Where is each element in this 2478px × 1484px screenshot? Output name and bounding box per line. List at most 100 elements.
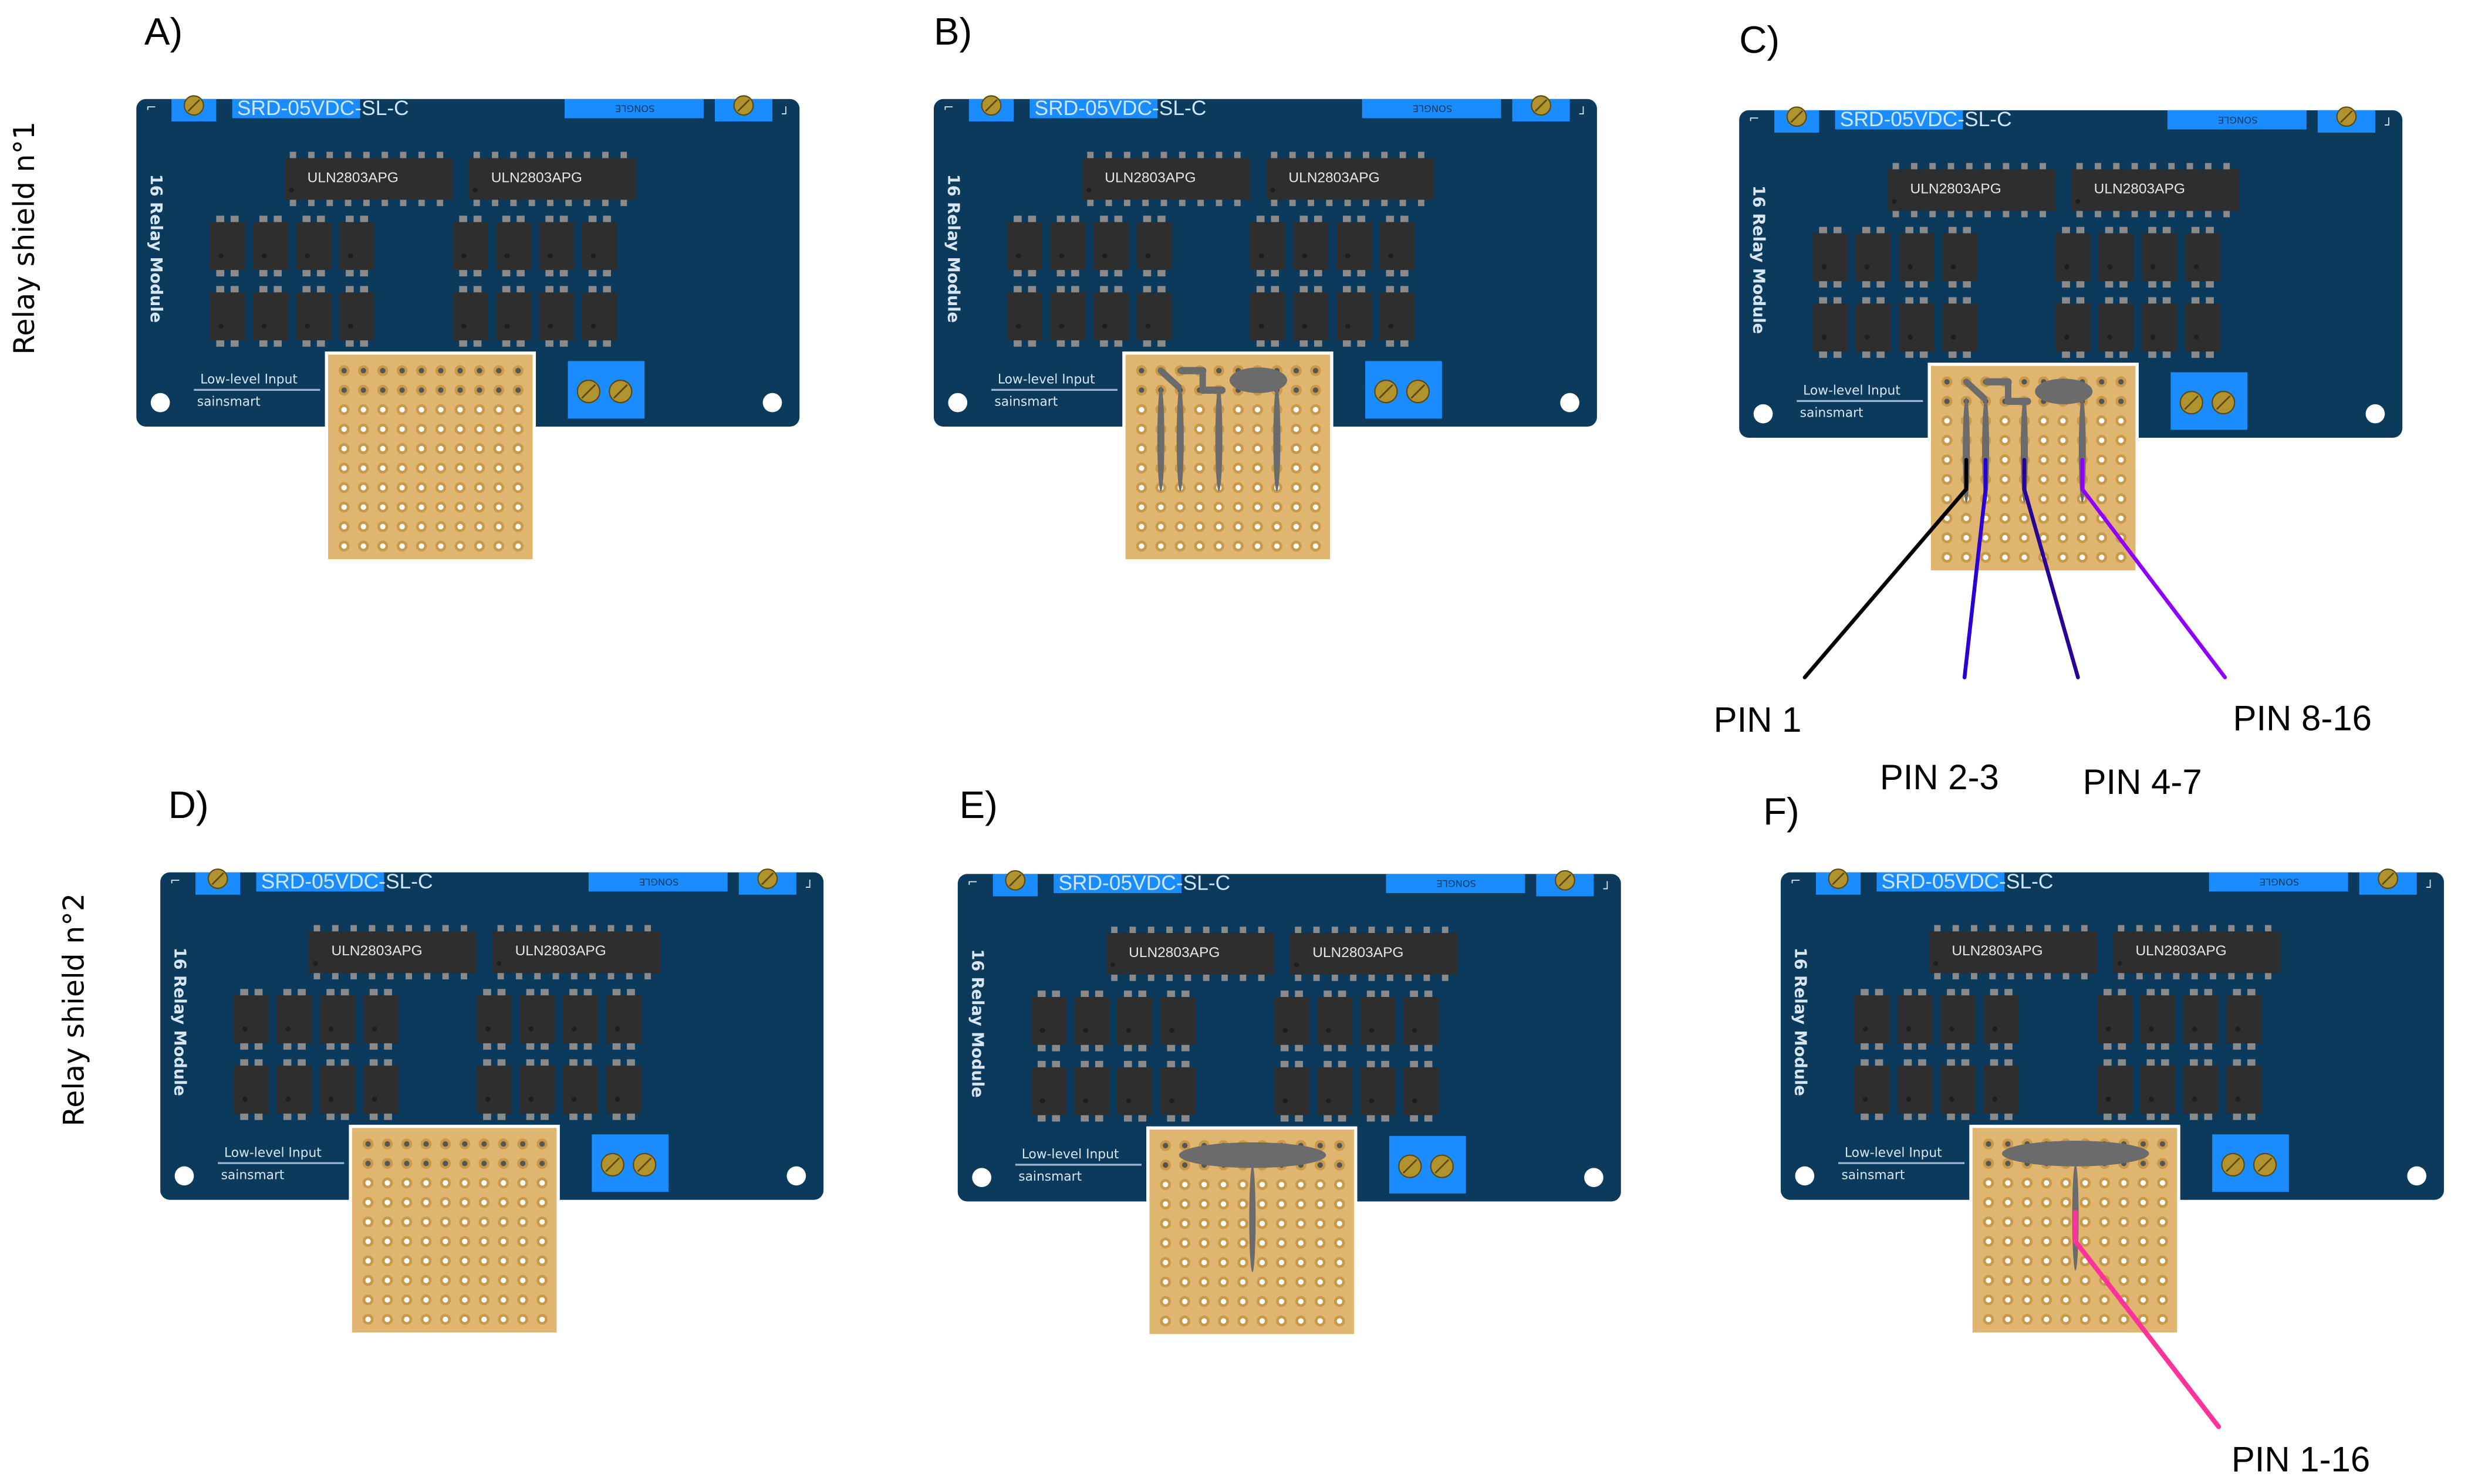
chip-pin <box>2173 925 2180 932</box>
hole <box>2005 1180 2011 1186</box>
opto-body <box>563 995 599 1043</box>
opto-body <box>1336 292 1372 340</box>
opto-pin <box>1948 297 1957 306</box>
header-pin <box>384 1141 390 1147</box>
opto-pin <box>1410 991 1418 999</box>
chip-pin <box>387 925 394 932</box>
relay-optocoupler <box>1118 991 1153 1052</box>
opto-body <box>320 1066 356 1114</box>
opto-pin <box>1081 1043 1089 1052</box>
opto-pin <box>1819 297 1827 306</box>
header-pin <box>520 1141 526 1147</box>
relay-optocoupler <box>1899 297 1935 358</box>
hole <box>2005 1238 2011 1245</box>
hole <box>1240 1221 1246 1226</box>
chip-pin <box>1929 163 1936 170</box>
chip-pin <box>387 973 394 980</box>
hole <box>1986 1258 1991 1264</box>
mounting-hole <box>1795 1166 1815 1186</box>
relay-optocoupler <box>2142 227 2177 288</box>
opto-pin <box>2119 350 2128 358</box>
screw-slot <box>1434 1159 1450 1174</box>
opto-pin <box>1338 1113 1346 1122</box>
model-label: SRD-05VDC-SL-C <box>237 97 409 120</box>
chip-notch <box>313 961 318 966</box>
protoboard <box>325 351 536 559</box>
hole <box>438 445 444 452</box>
header-pin <box>1139 387 1145 393</box>
hole <box>1317 1259 1323 1266</box>
header-pin <box>2140 1141 2146 1147</box>
opto-pin <box>2161 1059 2169 1067</box>
chip-pin <box>1111 927 1118 934</box>
hole <box>438 426 444 432</box>
hole <box>1254 445 1261 452</box>
opto-pin <box>216 215 225 224</box>
relay-optocoupler <box>296 286 332 347</box>
songle-label: SONGLE <box>1437 878 1477 889</box>
chip-pin <box>547 151 553 158</box>
opto-pin <box>1014 339 1022 347</box>
hole <box>501 1316 507 1323</box>
relay-optocoupler <box>2055 227 2091 288</box>
chip-pin <box>2186 163 2193 170</box>
hole <box>1201 1279 1207 1285</box>
hole <box>520 1180 526 1186</box>
opto-body <box>276 995 312 1043</box>
hole <box>360 445 366 452</box>
opto-body <box>1118 997 1153 1045</box>
hole <box>418 407 424 413</box>
opto-pin <box>1366 991 1375 999</box>
hole <box>520 1258 526 1264</box>
opto-pin <box>2162 227 2171 235</box>
chip-pin <box>345 151 352 158</box>
hole <box>1182 1259 1188 1266</box>
brand-label: sainsmart <box>1018 1169 1082 1184</box>
opto-pin <box>259 339 268 347</box>
hole <box>2118 476 2124 482</box>
opto-pin <box>1071 215 1079 224</box>
hole <box>1293 465 1299 471</box>
chip-pin <box>1221 974 1228 981</box>
hole <box>2044 1238 2050 1245</box>
relay-optocoupler <box>1074 1060 1110 1122</box>
chip-pin <box>2040 163 2046 170</box>
hole <box>2002 457 2008 463</box>
opto-body <box>1940 995 1976 1043</box>
opto-pin <box>274 339 282 347</box>
hole <box>404 1199 410 1205</box>
hole <box>2082 1297 2088 1303</box>
opto-body <box>1160 1067 1196 1115</box>
hole <box>515 445 521 452</box>
opto-pin <box>502 215 511 224</box>
hole <box>418 523 424 530</box>
hole <box>341 426 347 432</box>
hole <box>423 1297 429 1303</box>
header-pin <box>462 1161 468 1167</box>
chip-pin <box>2210 973 2216 980</box>
hole <box>1278 1259 1285 1266</box>
opto-body <box>606 995 642 1043</box>
header-pin <box>399 387 405 393</box>
hole <box>1259 1201 1265 1207</box>
relay-optocoupler <box>2055 297 2091 358</box>
chip-pin <box>1240 927 1247 934</box>
hole <box>1197 426 1203 432</box>
hole <box>539 1238 545 1245</box>
hole <box>1254 485 1261 491</box>
screw-slot <box>605 1157 620 1172</box>
opto-pin <box>545 215 553 224</box>
opto-dot <box>347 253 353 258</box>
hole <box>520 1219 526 1225</box>
corner-mark-left: ⌐ <box>146 101 157 116</box>
hole <box>1182 1240 1188 1246</box>
chip-pin <box>534 925 541 932</box>
hole <box>515 465 521 471</box>
relay-optocoupler <box>1007 286 1043 347</box>
hole <box>1317 1299 1323 1304</box>
opto-pin <box>360 268 369 277</box>
opto-body <box>1074 1067 1110 1115</box>
relay-optocoupler <box>2142 297 2177 358</box>
opto-body <box>210 292 245 340</box>
